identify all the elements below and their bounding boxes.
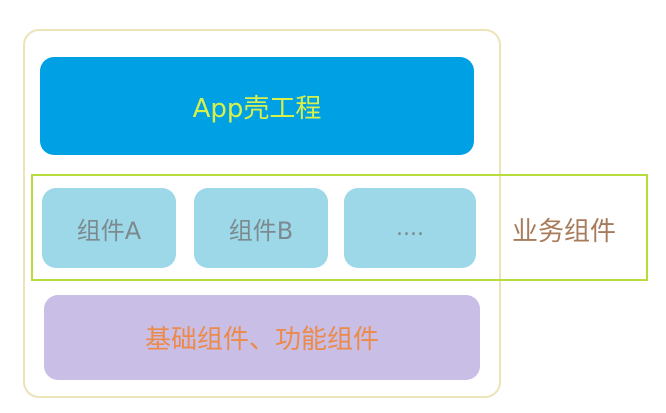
component-more-box: .... bbox=[344, 188, 476, 268]
component-a-box: 组件A bbox=[42, 188, 176, 268]
app-shell-label: App壳工程 bbox=[192, 93, 322, 124]
component-b-label: 组件B bbox=[228, 216, 294, 245]
component-b-box: 组件B bbox=[194, 188, 328, 268]
app-shell-layer: App壳工程 bbox=[40, 57, 474, 155]
component-a-label: 组件A bbox=[76, 216, 142, 245]
business-components-label: 业务组件 bbox=[512, 217, 617, 247]
base-components-layer: 基础组件、功能组件 bbox=[44, 295, 480, 380]
business-components-frame bbox=[31, 174, 648, 281]
base-components-label: 基础组件、功能组件 bbox=[144, 325, 379, 355]
component-more-label: .... bbox=[396, 215, 424, 241]
